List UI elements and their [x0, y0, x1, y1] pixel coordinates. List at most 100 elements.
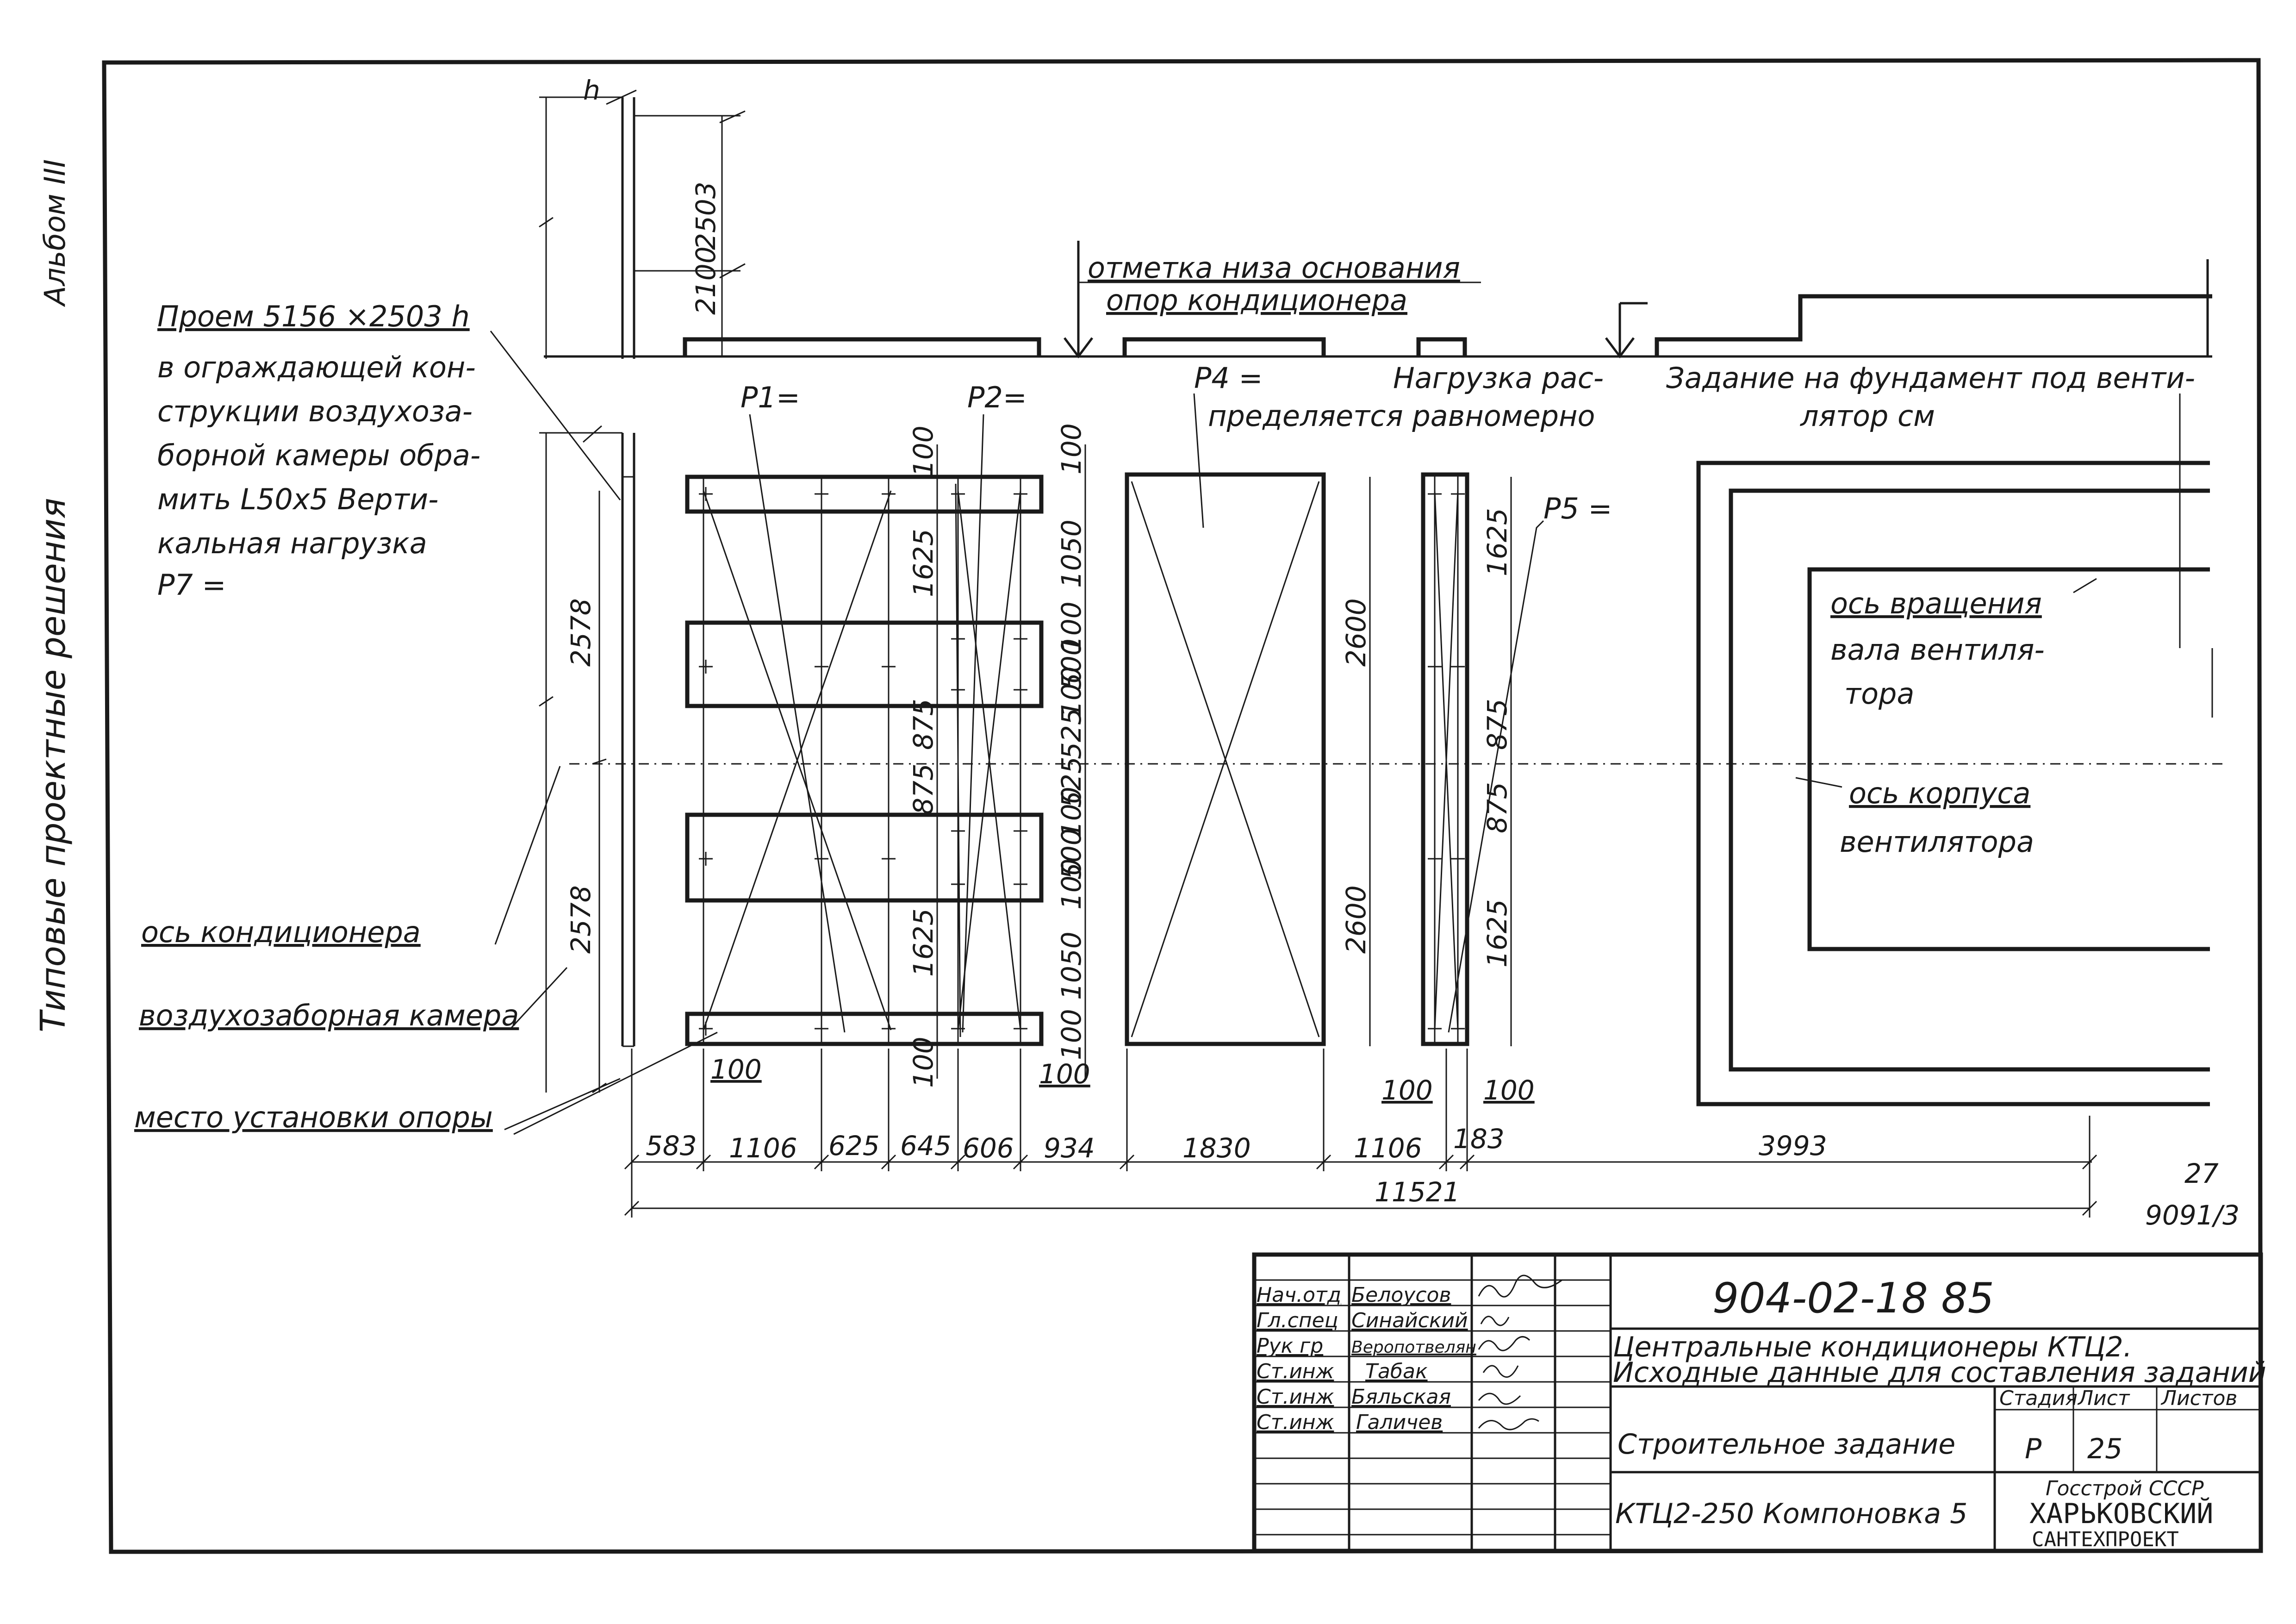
- dim-1625-d: 1625: [1481, 899, 1513, 968]
- dim-500-a: 500: [1056, 638, 1087, 690]
- dim-1625-c: 1625: [1481, 508, 1513, 576]
- load-line1: Нагрузка рас-: [1393, 361, 1604, 395]
- rot-axis-l3: тора: [1844, 677, 1914, 711]
- dim-183: 183: [1453, 1123, 1505, 1155]
- stage-header: Стадия: [1999, 1387, 2078, 1410]
- dim-500-b: 500: [1056, 828, 1087, 880]
- title-line1: Центральные кондиционеры КТЦ2.: [1613, 1331, 2132, 1363]
- corner-number-2: 9091/3: [2145, 1199, 2240, 1231]
- dim-875-b: 875: [908, 763, 939, 815]
- sheet-header: Лист: [2077, 1387, 2130, 1410]
- org-line1: Госстрой СССР: [2046, 1477, 2204, 1500]
- name-1: Синайский: [1351, 1309, 1468, 1332]
- dim-100-bot-b: 100: [1056, 1009, 1087, 1060]
- dim-3993: 3993: [1759, 1130, 1827, 1162]
- unit-p4-rect: [1125, 472, 1371, 1046]
- dim-100-left-under: 100: [710, 1054, 762, 1085]
- name-0: Белоусов: [1351, 1283, 1451, 1307]
- dim-645: 645: [900, 1130, 952, 1162]
- dim-100-bot-a: 100: [908, 1037, 939, 1088]
- dim-2100: 2100: [690, 246, 722, 315]
- opening-line3: борной камеры обра-: [157, 438, 480, 472]
- dim-1625-b: 1625: [908, 908, 939, 977]
- case-axis-l1: ось корпуса: [1849, 776, 2030, 810]
- fan-task-line1: Задание на фундамент под венти-: [1666, 361, 2195, 395]
- cond-axis-note: ось кондиционера: [141, 915, 421, 949]
- p5-label: P5 =: [1543, 492, 1612, 525]
- dim-100-right-under: 100: [1039, 1058, 1090, 1090]
- role-1: Гл.спец: [1257, 1309, 1338, 1332]
- p1-label: P1=: [740, 381, 800, 414]
- opening-note: Проем 5156 ×2503 h: [157, 300, 470, 333]
- dim-100-c1: 100: [1381, 1074, 1433, 1106]
- album-label: Альбом III: [38, 159, 72, 307]
- stage-value: Р: [2025, 1433, 2042, 1465]
- role-4: Ст.инж: [1257, 1385, 1334, 1409]
- corner-number-1: 27: [2184, 1158, 2219, 1189]
- dim-1625-a: 1625: [908, 529, 939, 597]
- series-label: Типовые проектные решения: [33, 498, 73, 1032]
- opening-line4: мить L50x5 Верти-: [157, 482, 439, 516]
- dim-11521: 11521: [1375, 1176, 1460, 1208]
- dim-1106-b: 1106: [1354, 1132, 1422, 1164]
- dim-1106-a: 1106: [729, 1132, 797, 1164]
- p4-label: P4 =: [1194, 361, 1263, 395]
- role-2: Рук гр: [1257, 1334, 1323, 1358]
- name-4: Бяльская: [1351, 1385, 1451, 1409]
- p2-label: P2=: [967, 381, 1027, 414]
- top-section-view: [539, 89, 2212, 359]
- dim-100-r3: 100: [1056, 787, 1087, 838]
- title-block: [1252, 1252, 2263, 1553]
- role-0: Нач.отд: [1257, 1283, 1341, 1307]
- role-3: Ст.инж: [1257, 1360, 1334, 1383]
- layout-title: КТЦ2-250 Компоновка 5: [1615, 1498, 1967, 1530]
- load-line2: пределяется равномерно: [1208, 399, 1595, 433]
- dim-100-top-a: 100: [908, 425, 939, 477]
- dim-934: 934: [1044, 1132, 1095, 1164]
- dim-100-r2: 100: [1056, 666, 1087, 718]
- dim-100-c2: 100: [1483, 1074, 1535, 1106]
- bottom-dimension-chain: [624, 1049, 2097, 1218]
- name-3: Табак: [1365, 1360, 1428, 1383]
- sheets-header: Листов: [2160, 1387, 2237, 1410]
- opening-line5: кальная нагрузка: [157, 526, 427, 560]
- org-line3: САНТЕХПРОЕКТ: [2032, 1528, 2179, 1551]
- dim-875-a: 875: [908, 699, 939, 750]
- dim-100-top-b: 100: [1056, 423, 1087, 475]
- rot-axis-l2: вала вентиля-: [1830, 633, 2045, 667]
- dim-h: h: [583, 75, 600, 106]
- dim-100-r4: 100: [1056, 858, 1087, 910]
- task-title: Строительное задание: [1618, 1428, 1955, 1461]
- air-chamber-note: воздухозаборная камера: [139, 999, 519, 1032]
- dim-2600-b: 2600: [1340, 885, 1372, 954]
- dim-2503: 2503: [690, 181, 722, 250]
- unit-p5-rect: [1421, 472, 1512, 1046]
- support-beams-group: [685, 444, 1086, 1079]
- fan-task-line2: лятор см: [1800, 399, 1935, 433]
- air-chamber-wall: [539, 425, 635, 1093]
- dim-2600-a: 2600: [1340, 598, 1372, 667]
- fan-foundation: [1696, 394, 2213, 1106]
- dim-625: 625: [828, 1130, 880, 1162]
- title-line2: Исходные данные для составления заданий: [1613, 1356, 2266, 1389]
- role-5: Ст.инж: [1257, 1411, 1334, 1434]
- dim-2578-lower: 2578: [565, 885, 597, 954]
- dim-1050-a: 1050: [1056, 519, 1087, 588]
- dim-525-a: 525: [1056, 708, 1087, 759]
- dim-2578-upper: 2578: [565, 598, 597, 667]
- org-line2: ХАРЬКОВСКИЙ: [2029, 1497, 2213, 1530]
- signatures: [1478, 1274, 1562, 1430]
- support-place-note: место установки опоры: [134, 1100, 493, 1134]
- name-2: Веропотвелян: [1351, 1338, 1476, 1357]
- dim-525-b: 525: [1056, 756, 1087, 808]
- rot-axis-l1: ось вращения: [1830, 587, 2042, 620]
- opening-line6: P7 =: [157, 568, 226, 602]
- dim-875-c: 875: [1481, 699, 1513, 750]
- opening-line2: струкции воздухоза-: [157, 394, 473, 428]
- sheet-value: 25: [2087, 1433, 2122, 1465]
- case-axis-l2: вентилятора: [1840, 825, 2034, 859]
- doc-number: 904-02-18 85: [1712, 1274, 1994, 1323]
- dim-875-d: 875: [1481, 782, 1513, 833]
- name-5: Галичев: [1356, 1411, 1443, 1434]
